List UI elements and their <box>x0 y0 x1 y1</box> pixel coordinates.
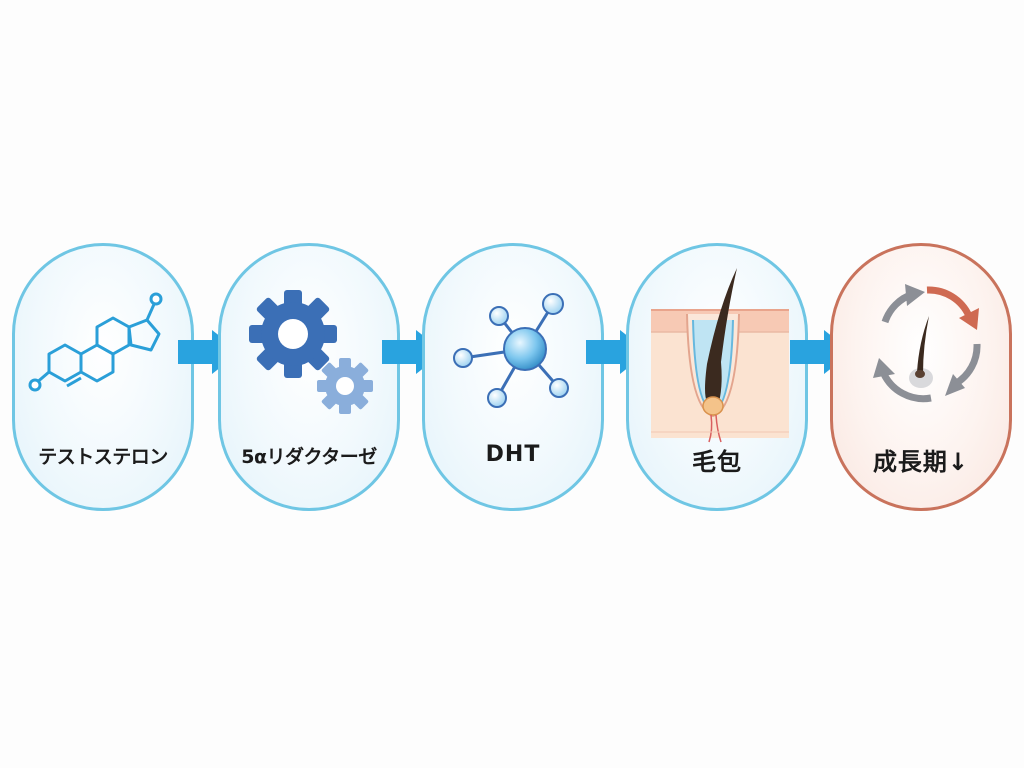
step-label-5a-reductase: 5αリダクターゼ <box>241 446 377 468</box>
step-5a-reductase: 5αリダクターゼ <box>218 243 400 511</box>
step-dht: DHT <box>422 243 604 511</box>
step-testosterone: テストステロン <box>12 243 194 511</box>
step-hair-follicle: 毛包 <box>626 243 808 511</box>
steroid-molecule-icon <box>28 292 163 392</box>
molecule-node-icon <box>453 293 569 408</box>
hair-cycle-icon <box>873 284 981 403</box>
step-label-testosterone: テストステロン <box>38 446 168 468</box>
step-label-hair-follicle: 毛包 <box>692 448 742 476</box>
step-label-dht: DHT <box>485 442 541 467</box>
hair-follicle-icon <box>651 268 789 443</box>
step-label-growth-phase: 成長期↓ <box>872 448 970 476</box>
gears-icon <box>249 290 373 414</box>
step-growth-phase: 成長期↓ <box>830 243 1012 511</box>
